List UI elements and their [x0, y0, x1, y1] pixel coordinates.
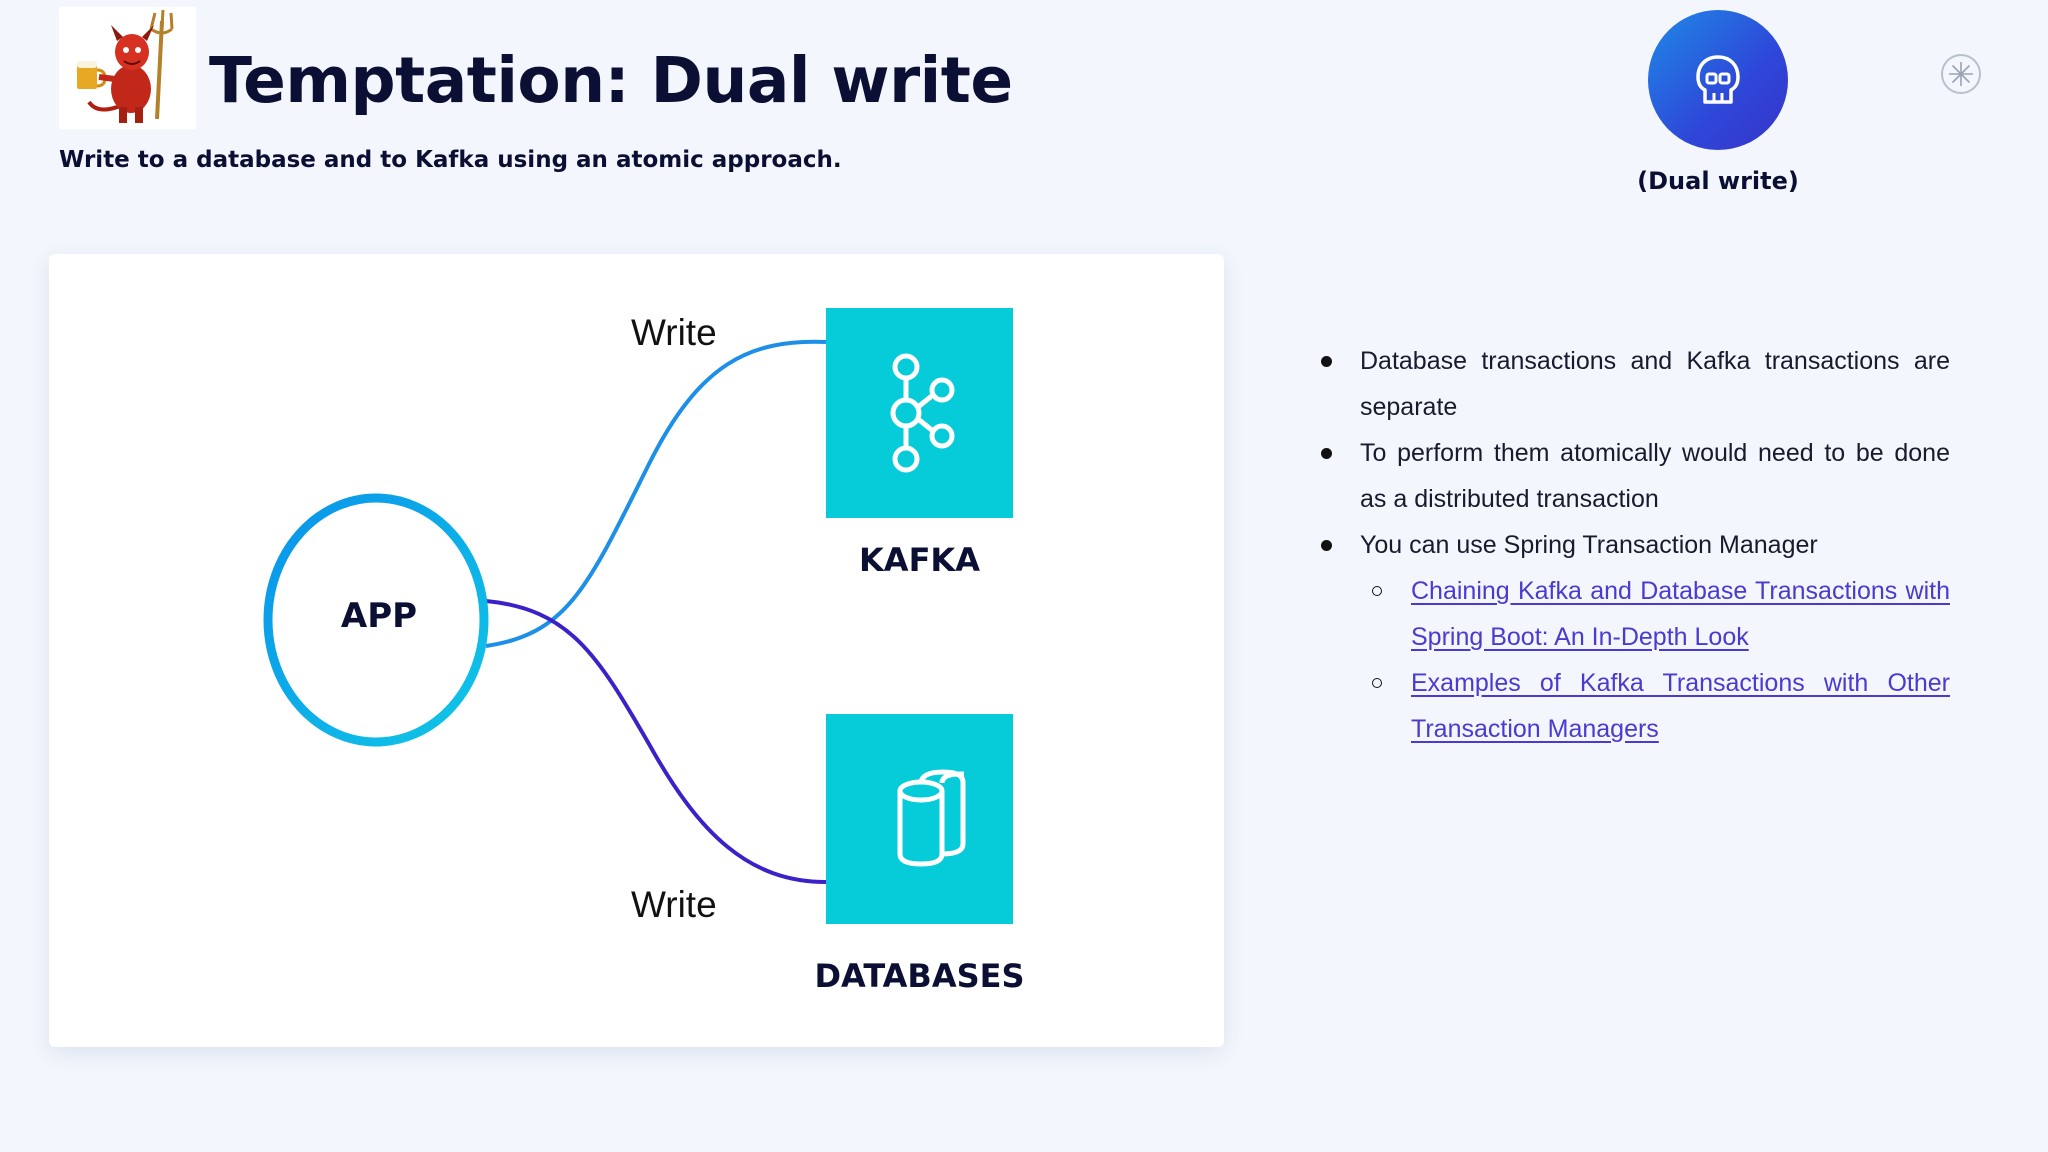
bullet-list: Database transactions and Kafka transact…	[1310, 338, 1950, 752]
database-icon	[897, 769, 966, 867]
bullet-item: To perform them atomically would need to…	[1310, 430, 1950, 522]
write-label-top: Write	[631, 312, 717, 353]
databases-label: DATABASES	[814, 957, 1025, 995]
database-write-connector	[485, 599, 827, 884]
kafka-write-connector	[485, 339, 827, 648]
kafka-label: KAFKA	[859, 541, 980, 579]
write-label-bottom: Write	[631, 884, 717, 925]
kafka-icon	[890, 353, 955, 473]
link-kafka-transaction-examples[interactable]: Examples of Kafka Transactions with Othe…	[1411, 669, 1950, 743]
page-title: Temptation: Dual write	[209, 44, 1013, 117]
bullet-item: Database transactions and Kafka transact…	[1310, 338, 1950, 430]
badge-label: (Dual write)	[1637, 167, 1799, 195]
page-subtitle: Write to a database and to Kafka using a…	[59, 147, 842, 173]
bullet-item: You can use Spring Transaction Manager	[1310, 522, 1950, 568]
app-node	[263, 493, 489, 747]
databases-node	[826, 714, 1013, 924]
app-label: APP	[340, 596, 418, 636]
devil-mascot-icon	[59, 7, 196, 129]
dual-write-diagram	[263, 308, 1013, 924]
sub-bullet-item: Examples of Kafka Transactions with Othe…	[1310, 660, 1950, 752]
sub-bullet-item: Chaining Kafka and Database Transactions…	[1310, 568, 1950, 660]
skull-icon	[1696, 55, 1740, 104]
sparkle-icon	[1940, 53, 1982, 95]
dual-write-badge	[1648, 10, 1788, 150]
diagram-card: APP Write Write KAFKA DATABASES	[49, 254, 1224, 1047]
link-chaining-kafka-database[interactable]: Chaining Kafka and Database Transactions…	[1411, 577, 1950, 651]
